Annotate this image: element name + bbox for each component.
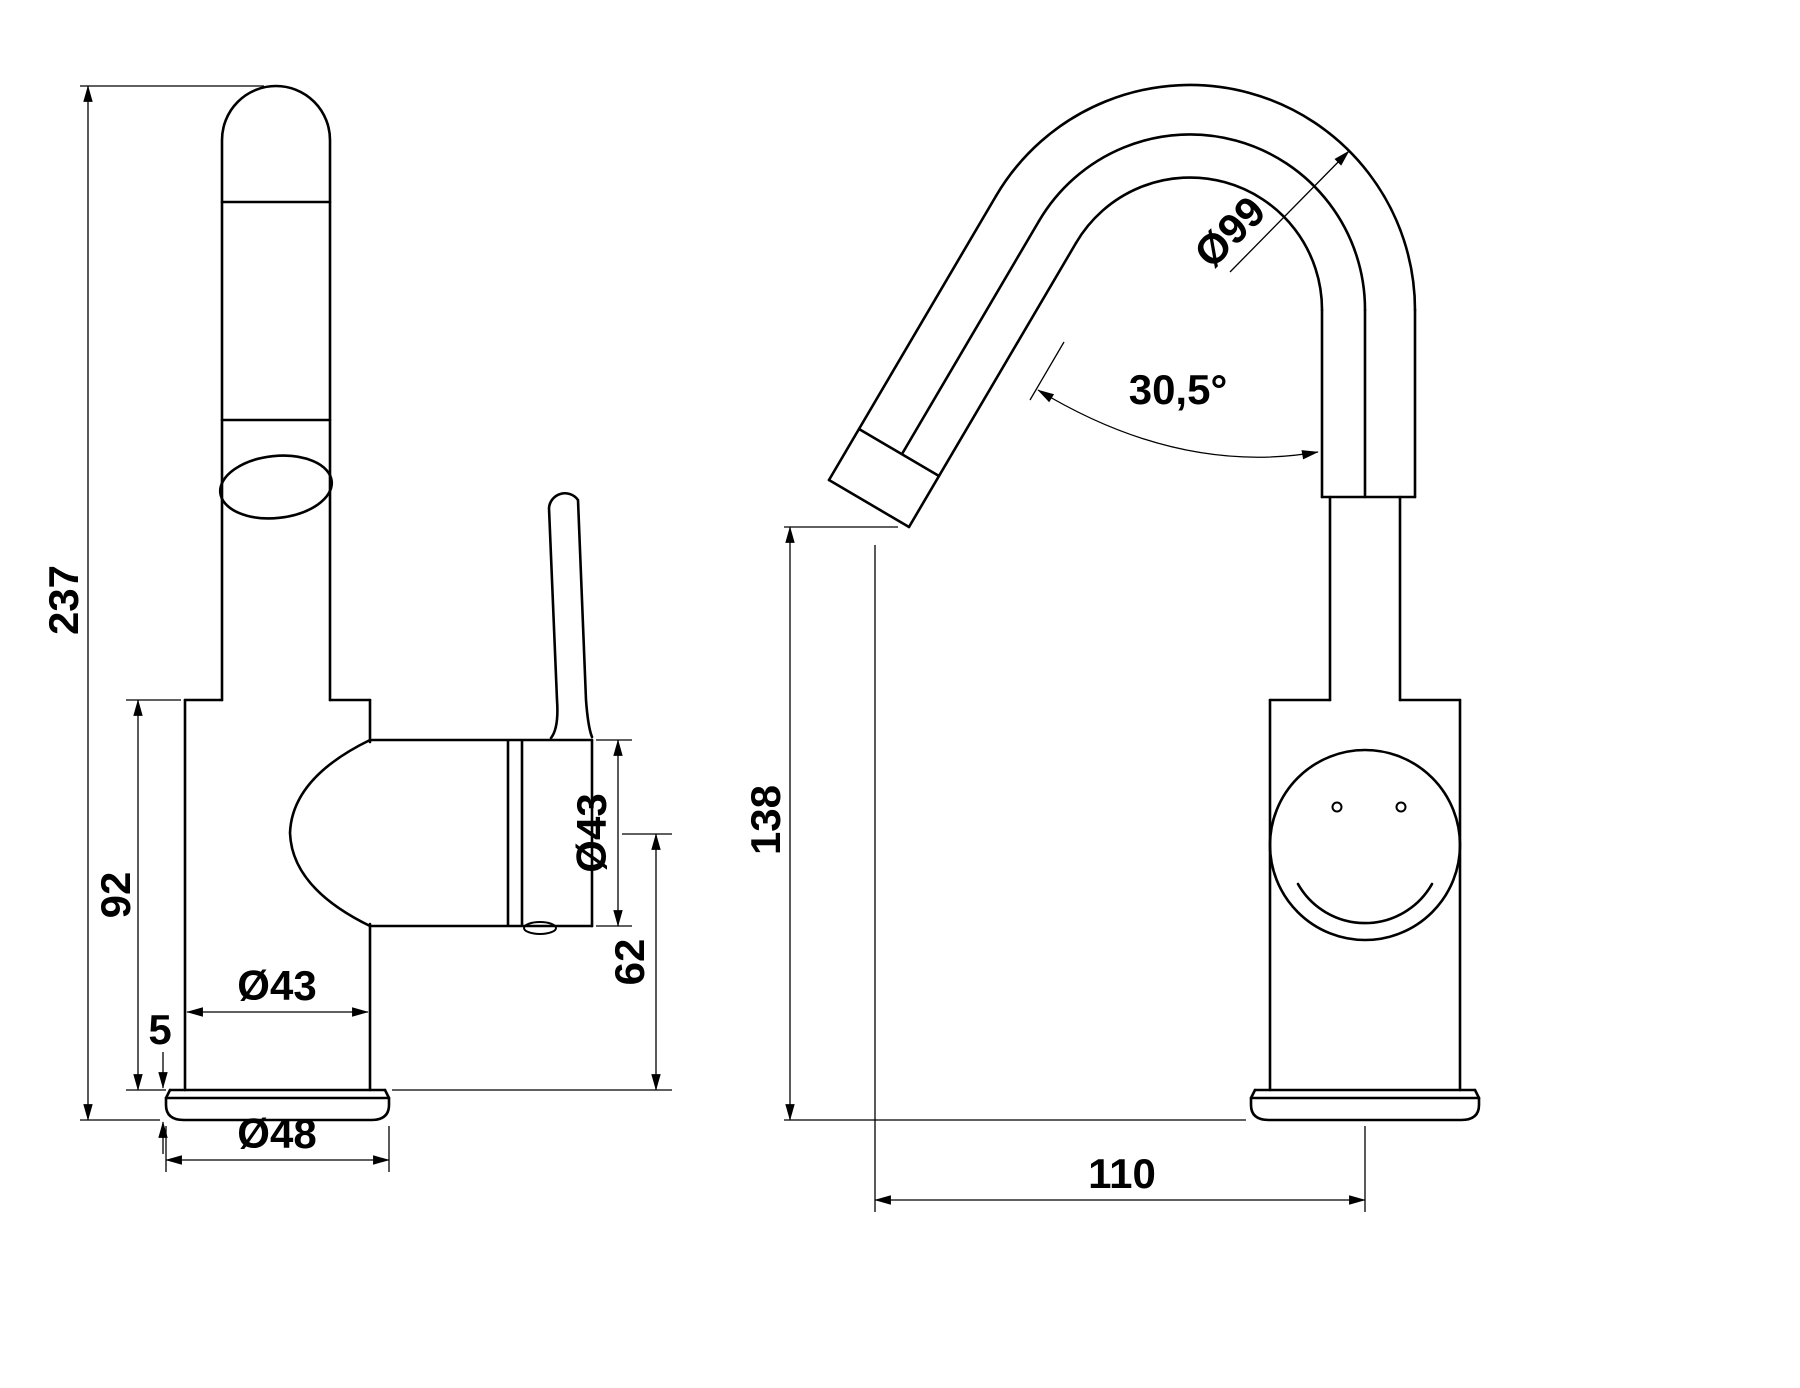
dim-label-spout-angle: 30,5° <box>1129 366 1228 413</box>
front-view: Ø99 30,5° 138 110 <box>742 83 1481 1212</box>
dim-handle-diameter: Ø43 <box>568 739 632 927</box>
side-view: 237 92 5 Ø43 Ø48 <box>40 84 672 1172</box>
riser-lower <box>1328 495 1402 702</box>
handle-screw-left <box>1331 801 1343 813</box>
dim-label-bend-diameter: Ø99 <box>1185 187 1274 276</box>
dim-label-outlet-height: 138 <box>742 785 789 855</box>
spout-column-outline <box>220 84 332 702</box>
dim-base-height: 5 <box>148 1006 172 1154</box>
aerator-ring <box>857 427 941 478</box>
base-bottom <box>1249 1096 1481 1122</box>
dim-handle-axis-height: 62 <box>392 833 672 1091</box>
riser-outline <box>1320 308 1417 499</box>
set-screw <box>523 921 557 935</box>
angle-arc <box>1037 389 1319 460</box>
extension-line <box>874 545 1366 1212</box>
handle-screw-right <box>1395 801 1407 813</box>
dim-label-base-diameter: Ø48 <box>237 1110 316 1157</box>
extension-line <box>784 526 1246 1121</box>
dim-total-height: 237 <box>40 85 264 1121</box>
base-step <box>1249 1088 1481 1100</box>
extension-line <box>80 85 264 1121</box>
spout-tip-face <box>827 478 911 529</box>
dim-label-base-height: 5 <box>148 1006 171 1053</box>
spout-inner-arc <box>1074 176 1324 312</box>
extension-line <box>392 833 672 1091</box>
dim-body-diameter: Ø43 <box>186 962 369 1017</box>
dim-label-body-height: 92 <box>92 872 139 919</box>
base-step <box>164 1088 391 1100</box>
dim-label-handle-axis-height: 62 <box>606 939 653 986</box>
side-view-outline <box>164 84 594 1122</box>
front-view-outline <box>827 83 1481 1122</box>
body-side-edges <box>1268 698 1462 1092</box>
housing-groove-lines <box>506 739 524 927</box>
base-bottom <box>164 1096 391 1122</box>
spout-middle-arc <box>1037 133 1367 312</box>
dim-spout-reach: 110 <box>874 545 1366 1212</box>
dim-label-total-height: 237 <box>40 565 87 635</box>
side-view-dimensions: 237 92 5 Ø43 Ø48 <box>40 85 672 1172</box>
spout-outer-arc <box>994 83 1417 312</box>
leader-line <box>1229 150 1350 273</box>
handle-cap-circle <box>1268 748 1462 942</box>
spout-middle-seam <box>900 219 1041 456</box>
dim-body-height: 92 <box>92 699 181 1091</box>
lever-outline <box>547 491 594 740</box>
dim-spout-angle: 30,5° <box>1029 341 1319 460</box>
housing-intersection-curve <box>288 738 372 928</box>
dim-outlet-height: 138 <box>742 526 1246 1121</box>
spout-outer-edge <box>827 194 998 482</box>
extension-line <box>1029 341 1065 401</box>
handle-cap-inner-arc <box>1296 882 1434 925</box>
dim-base-diameter: Ø48 <box>165 1110 390 1172</box>
dim-bend-diameter: Ø99 <box>1185 150 1350 276</box>
swivel-ring <box>218 454 334 520</box>
spout-inner-edge <box>907 241 1078 529</box>
dim-label-body-diameter: Ø43 <box>237 962 316 1009</box>
dim-label-handle-diameter: Ø43 <box>568 793 615 872</box>
front-view-dimensions: Ø99 30,5° 138 110 <box>742 150 1366 1212</box>
dim-label-spout-reach: 110 <box>1088 1150 1156 1197</box>
